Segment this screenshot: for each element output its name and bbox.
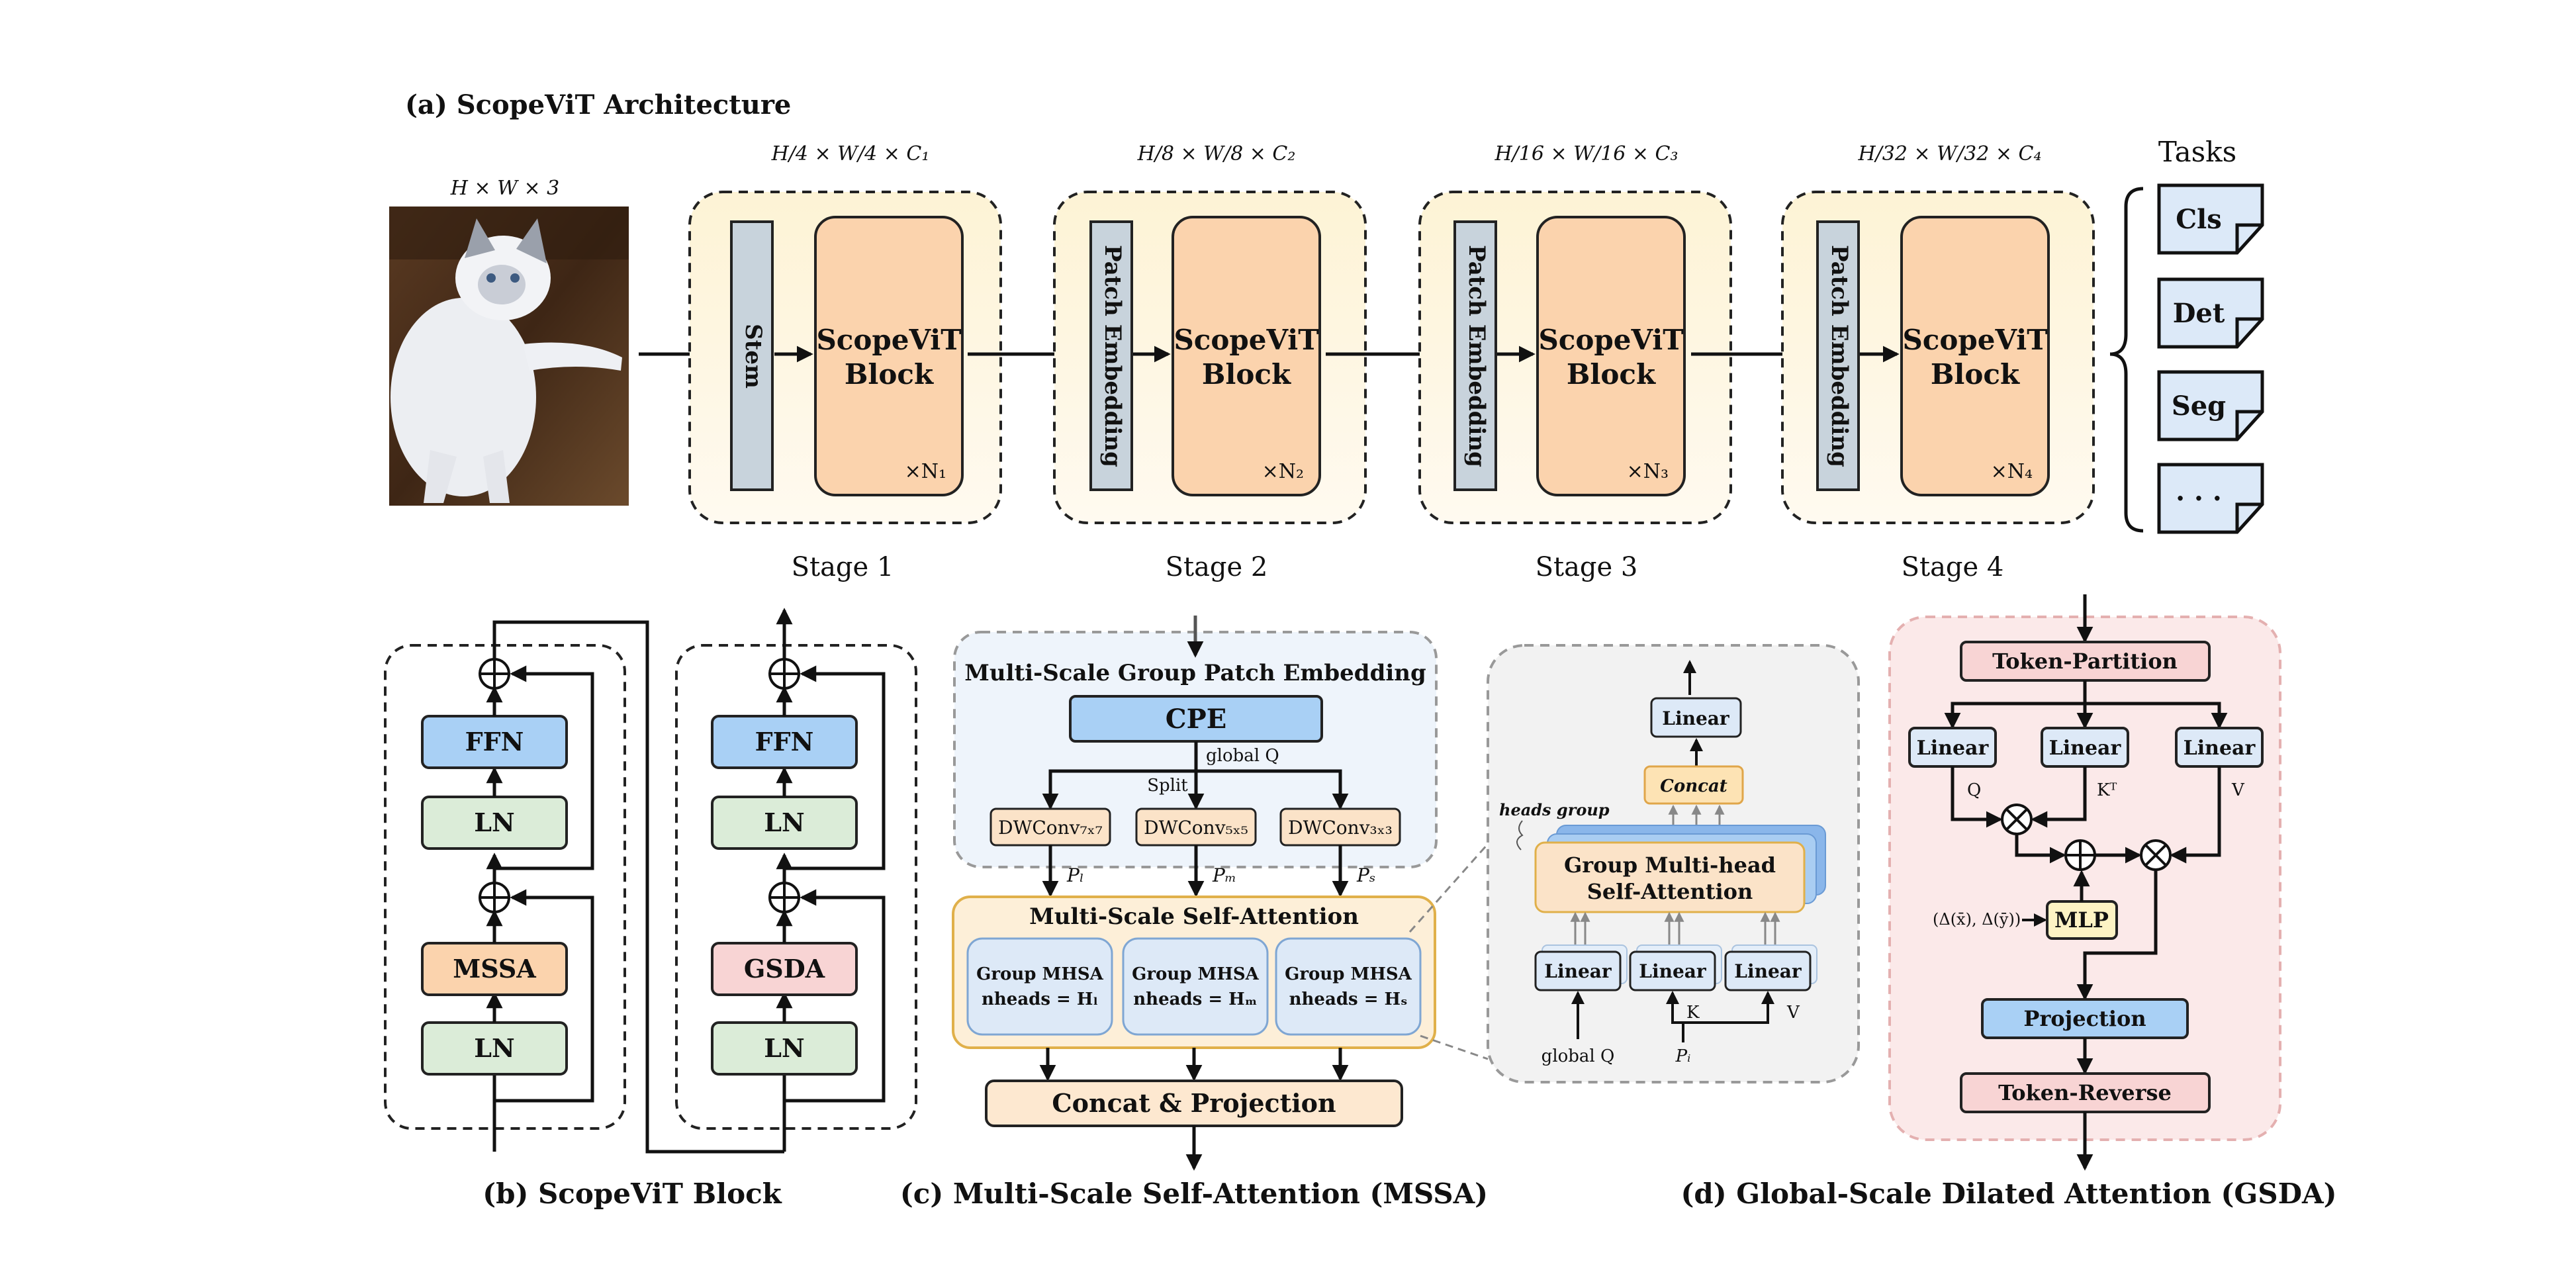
group-mhsa-3: Group MHSA	[1285, 964, 1412, 984]
stage-1: Stem ScopeViT Block ×N₁	[688, 191, 1002, 524]
projection-box: Projection	[2023, 1006, 2146, 1031]
gsda-caption: (d) Global-Scale Dilated Attention (GSDA…	[1681, 1177, 2337, 1210]
stem-label: Stem	[740, 324, 766, 389]
gsda-linear-q: Linear	[1917, 737, 1990, 760]
task-det-label: Det	[2173, 298, 2225, 329]
stage-label-1: Stage 1	[792, 552, 894, 582]
task-more-label: · · ·	[2176, 483, 2222, 514]
detail-linear-k: Linear	[1639, 960, 1707, 982]
group-heads-2: nheads = Hₘ	[1133, 989, 1257, 1009]
stage-3: Patch Embedding ScopeViT Block ×N₃	[1418, 191, 1732, 524]
input-dim-label: H × W × 3	[450, 177, 560, 200]
group-mhsa-1: Group MHSA	[976, 964, 1104, 984]
mlp-box: MLP	[2054, 907, 2109, 933]
attn-title: Multi-Scale Self-Attention	[1029, 903, 1359, 930]
p-l-label: Pₗ	[1066, 864, 1084, 886]
gmha-line1: Group Multi-head	[1564, 852, 1776, 878]
task-more: · · ·	[2157, 463, 2264, 534]
ln-3: LN	[764, 1033, 804, 1063]
dwconv-7: DWConv₇ₓ₇	[998, 817, 1103, 839]
stage-label-2: Stage 2	[1166, 552, 1268, 582]
group-attention-detail: Linear Concat heads group Group Multi-he…	[1487, 644, 1860, 1083]
block-line1-4: ScopeViT	[1902, 324, 2047, 356]
group-mhsa-2: Group MHSA	[1132, 964, 1260, 984]
tasks-brace	[2109, 187, 2144, 533]
dim-2: H/8 × W/8 × C₂	[1137, 142, 1296, 165]
stage-label-4: Stage 4	[1902, 552, 2004, 582]
block-line1-2: ScopeViT	[1173, 324, 1318, 356]
block-line2-3: Block	[1567, 358, 1656, 391]
mlp-input-label: (Δ(x̄), Δ(ȳ))	[1933, 910, 2021, 929]
block-line1-3: ScopeViT	[1538, 324, 1683, 356]
task-det: Det	[2157, 277, 2264, 349]
repeat-3: ×N₃	[1627, 460, 1669, 483]
patch-embed-label-3: Patch Embedding	[1463, 245, 1490, 467]
dim-3: H/16 × W/16 × C₃	[1495, 142, 1679, 165]
patch-embed-label-2: Patch Embedding	[1099, 245, 1126, 467]
task-cls-label: Cls	[2176, 204, 2222, 235]
block-line2-4: Block	[1931, 358, 2020, 391]
stage-label-3: Stage 3	[1536, 552, 1638, 582]
ffn-1: FFN	[465, 727, 524, 757]
heads-group-label: heads group	[1499, 800, 1610, 819]
patch-embed-label-4: Patch Embedding	[1826, 245, 1853, 467]
ffn-2: FFN	[755, 727, 814, 757]
detail-linear-q: Linear	[1544, 960, 1612, 982]
embed-title: Multi-Scale Group Patch Embedding	[964, 660, 1426, 686]
gsda-panel: Token-Partition Linear Linear Linear Q K…	[1888, 594, 2281, 1171]
ln-2: LN	[474, 807, 514, 837]
p-m-label: Pₘ	[1212, 864, 1236, 886]
repeat-1: ×N₁	[905, 460, 946, 483]
repeat-2: ×N₂	[1262, 460, 1304, 483]
gmha-line2: Self-Attention	[1587, 879, 1753, 904]
detail-v-label: V	[1786, 1003, 1800, 1023]
split-label: Split	[1147, 776, 1188, 796]
gsda-linear-k: Linear	[2049, 737, 2122, 760]
concat-projection: Concat & Projection	[1052, 1088, 1336, 1118]
detail-concat: Concat	[1660, 776, 1727, 796]
gsda-kt-label: Kᵀ	[2097, 780, 2117, 800]
mssa-caption: (c) Multi-Scale Self-Attention (MSSA)	[900, 1177, 1488, 1210]
stage-4: Patch Embedding ScopeViT Block ×N₄	[1781, 191, 2095, 524]
group-heads-1: nheads = Hₗ	[982, 989, 1098, 1009]
mssa-panel: Multi-Scale Group Patch Embedding CPE gl…	[952, 616, 1489, 1171]
cpe-box: CPE	[1166, 704, 1226, 735]
block-line1-1: ScopeViT	[816, 324, 961, 356]
token-partition: Token-Partition	[1992, 649, 2178, 674]
input-cat-image	[389, 207, 629, 506]
gsda-q-label: Q	[1967, 780, 1981, 800]
task-cls: Cls	[2157, 183, 2264, 255]
block-line2-1: Block	[845, 358, 934, 391]
dwconv-5: DWConv₅ₓ₅	[1144, 817, 1248, 839]
gsda-v-label: V	[2231, 780, 2245, 800]
block-panel: LN MSSA LN FFN LN GSDA LN	[384, 608, 917, 1154]
ln-4: LN	[764, 807, 804, 837]
mssa-box: MSSA	[453, 954, 536, 984]
dwconv-3: DWConv₃ₓ₃	[1288, 817, 1393, 839]
global-q-label: global Q	[1206, 746, 1279, 766]
repeat-4: ×N₄	[1991, 460, 2033, 483]
detail-k-label: K	[1686, 1003, 1700, 1023]
gsda-linear-v: Linear	[2184, 737, 2256, 760]
p-s-label: Pₛ	[1356, 864, 1375, 886]
ln-1: LN	[474, 1033, 514, 1063]
token-reverse: Token-Reverse	[1998, 1080, 2172, 1105]
gsda-box: GSDA	[744, 954, 825, 984]
task-seg-label: Seg	[2172, 391, 2226, 422]
tasks-title: Tasks	[2158, 136, 2236, 168]
detail-p-i: Pᵢ	[1675, 1046, 1691, 1066]
stage-2: Patch Embedding ScopeViT Block ×N₂	[1053, 191, 1367, 524]
detail-linear-v: Linear	[1734, 960, 1802, 982]
dim-4: H/32 × W/32 × C₄	[1858, 142, 2042, 165]
dim-1: H/4 × W/4 × C₁	[771, 142, 930, 165]
arch-title: (a) ScopeViT Architecture	[405, 89, 791, 120]
group-heads-3: nheads = Hₛ	[1289, 989, 1408, 1009]
detail-linear-top: Linear	[1662, 708, 1730, 729]
block-caption: (b) ScopeViT Block	[483, 1177, 782, 1210]
task-seg: Seg	[2157, 370, 2264, 441]
detail-global-q: global Q	[1541, 1046, 1615, 1066]
block-line2-2: Block	[1202, 358, 1291, 391]
